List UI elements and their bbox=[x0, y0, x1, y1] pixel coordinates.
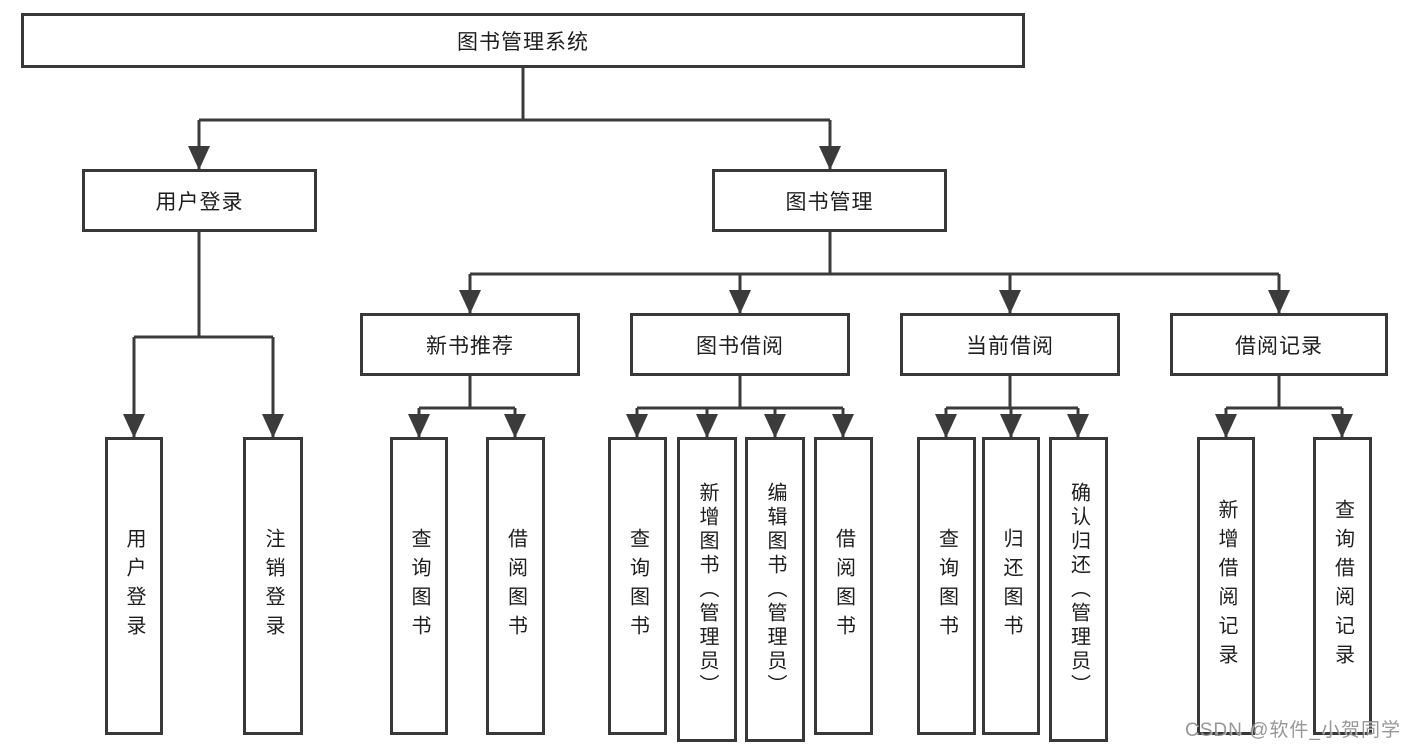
node-book-borrowing: 图书借阅 bbox=[630, 313, 850, 376]
leaf-edit-books-admin: 编辑图书（管理员） bbox=[745, 437, 805, 742]
connector-user-login-bus bbox=[134, 232, 273, 339]
leaf-query-books-borrowing: 查询图书 bbox=[608, 437, 667, 735]
connector-current-borrowing-bus bbox=[946, 376, 1078, 410]
leaf-logout-login-label: 注销登录 bbox=[262, 528, 284, 644]
leaf-borrow-books-borrowing: 借阅图书 bbox=[814, 437, 873, 735]
leaf-borrow-books-recommend-label: 借阅图书 bbox=[504, 528, 527, 644]
leaf-return-books-label: 归还图书 bbox=[1000, 528, 1022, 644]
leaf-edit-books-admin-label: 编辑图书（管理员） bbox=[764, 481, 786, 698]
node-new-book-recommend: 新书推荐 bbox=[360, 313, 580, 376]
node-book-management-label: 图书管理 bbox=[785, 190, 874, 214]
leaf-add-books-admin: 新增图书（管理员） bbox=[677, 437, 737, 742]
leaf-user-login-label: 用户登录 bbox=[123, 528, 145, 644]
node-user-login-label: 用户登录 bbox=[155, 190, 244, 214]
leaf-return-books: 归还图书 bbox=[982, 437, 1040, 735]
node-book-borrowing-label: 图书借阅 bbox=[696, 334, 784, 358]
leaf-add-borrow-record: 新增借阅记录 bbox=[1197, 437, 1255, 735]
node-new-book-recommend-label: 新书推荐 bbox=[426, 334, 514, 358]
leaf-query-books-recommend-label: 查询图书 bbox=[408, 528, 430, 644]
node-user-login: 用户登录 bbox=[82, 169, 317, 232]
leaf-add-books-admin-label: 新增图书（管理员） bbox=[696, 481, 718, 698]
leaf-add-borrow-record-label: 新增借阅记录 bbox=[1215, 499, 1237, 673]
leaf-logout-login: 注销登录 bbox=[243, 437, 303, 735]
node-book-management: 图书管理 bbox=[712, 169, 947, 232]
connector-new-book-recommend-bus bbox=[419, 376, 515, 410]
leaf-borrow-books-recommend: 借阅图书 bbox=[486, 437, 545, 735]
node-current-borrowing-label: 当前借阅 bbox=[966, 334, 1054, 358]
leaf-confirm-return-admin-label: 确认归还（管理员） bbox=[1067, 481, 1090, 698]
connector-book-management-bus bbox=[470, 232, 1279, 276]
leaf-query-borrow-record-label: 查询借阅记录 bbox=[1331, 499, 1354, 673]
connector-root-bus bbox=[199, 68, 830, 122]
node-root: 图书管理系统 bbox=[21, 13, 1025, 68]
leaf-query-borrow-record: 查询借阅记录 bbox=[1313, 437, 1372, 735]
leaf-query-books-current: 查询图书 bbox=[917, 437, 976, 735]
node-current-borrowing: 当前借阅 bbox=[900, 313, 1120, 376]
connector-borrowing-records-bus bbox=[1226, 376, 1342, 410]
csdn-watermark: CSDN @软件_小贺同学 bbox=[1185, 720, 1401, 741]
leaf-query-books-current-label: 查询图书 bbox=[935, 528, 958, 644]
leaf-borrow-books-borrowing-label: 借阅图书 bbox=[832, 528, 855, 644]
node-root-label: 图书管理系统 bbox=[457, 30, 589, 54]
node-borrowing-records-label: 借阅记录 bbox=[1235, 334, 1323, 358]
connector-book-borrowing-bus bbox=[637, 376, 843, 410]
leaf-query-books-recommend: 查询图书 bbox=[390, 437, 448, 735]
leaf-confirm-return-admin: 确认归还（管理员） bbox=[1049, 437, 1108, 742]
leaf-query-books-borrowing-label: 查询图书 bbox=[626, 528, 649, 644]
node-borrowing-records: 借阅记录 bbox=[1170, 313, 1388, 376]
leaf-user-login: 用户登录 bbox=[105, 437, 163, 735]
